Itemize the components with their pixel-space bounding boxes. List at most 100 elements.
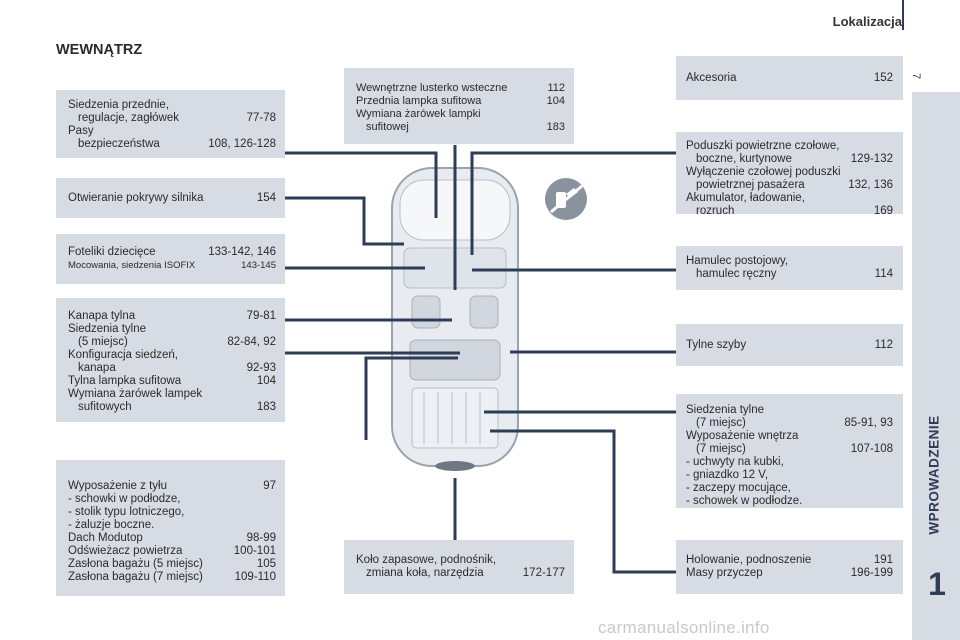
- page-ref: 92-93: [246, 362, 276, 374]
- page-ref: 107-108: [850, 443, 893, 455]
- text-line: sufitowej: [366, 121, 409, 133]
- text-line: Wymiana żarówek lampek: [68, 388, 203, 400]
- page-ref: 154: [256, 192, 276, 204]
- page-ref: 112: [874, 339, 893, 351]
- text-line: bezpieczeństwa: [78, 138, 160, 150]
- text-line: (7 miejsc): [696, 417, 746, 429]
- page-ref: 112: [547, 82, 565, 94]
- chapter-number: 1: [928, 566, 946, 602]
- box-rear-equipment: Wyposażenie z tyłu 97 - schowki w podłodz…: [56, 460, 285, 596]
- connector-mirror-2: [470, 151, 676, 255]
- text-line: Wyposażenie wnętrza: [686, 430, 799, 442]
- box-airbags: Poduszki powietrzne czołowe, boczne, kur…: [676, 132, 903, 217]
- page-ref: 191: [873, 554, 893, 566]
- page-ref: 108, 126-128: [208, 138, 276, 150]
- text-line: Tylne szyby: [686, 339, 747, 351]
- page-ref: 114: [874, 268, 893, 280]
- text-line: Hamulec postojowy,: [686, 255, 789, 267]
- page-ref: 129-132: [850, 153, 893, 165]
- text-line: Foteliki dziecięce: [68, 246, 156, 258]
- text-line: zmiana koła, narzędzia: [366, 567, 484, 579]
- box-rear-bench: Kanapa tylna 79-81 Siedzenia tylne (5 mie…: [56, 298, 285, 422]
- page-ref: 105: [256, 558, 276, 570]
- text-line: boczne, kurtynowe: [696, 153, 792, 165]
- text-line: Dach Modutop: [68, 532, 143, 544]
- page-ref: 169: [873, 205, 893, 217]
- text-line: kanapa: [78, 362, 116, 374]
- page-ref: 85-91, 93: [844, 417, 893, 429]
- page-ref: 196-199: [850, 567, 893, 579]
- list-item: - gniazdko 12 V,: [686, 469, 769, 481]
- text-line: Przednia lampka sufitowa: [356, 95, 482, 107]
- text-line: rozruch: [696, 205, 735, 217]
- text-line: regulacje, zagłówek: [78, 112, 180, 124]
- text-line: Koło zapasowe, podnośnik,: [356, 554, 497, 566]
- box-accessories: Akcesoria 152: [676, 56, 903, 100]
- text-line: Wyłączenie czołowej poduszki: [686, 166, 841, 178]
- page-ref: 100-101: [233, 545, 276, 557]
- list-item: - schowki w podłodze,: [68, 493, 181, 505]
- page-ref: 104: [256, 375, 276, 387]
- box-parking-brake: Hamulec postojowy, hamulec ręczny 114: [676, 246, 903, 290]
- list-item: - schowek w podłodze.: [686, 495, 803, 507]
- box-rear-seats-7: Siedzenia tylne (7 miejsc)85-91, 93 Wypo…: [676, 394, 903, 508]
- text-line: powietrznej pasażera: [696, 179, 805, 191]
- box-front-seats: Siedzenia przednie, regulacje, zagłówek 7…: [56, 90, 285, 158]
- page-ref: 109-110: [234, 571, 276, 583]
- chapter-sidebar: [912, 92, 960, 640]
- list-item: - zaczepy mocujące,: [686, 482, 791, 494]
- text-line: Holowanie, podnoszenie: [686, 554, 812, 566]
- connector-rear-equipment-2: [364, 356, 458, 440]
- text-line: Wymiana żarówek lampki: [356, 108, 481, 120]
- list-item: - żaluzje boczne.: [68, 519, 155, 531]
- car-top-view: [391, 167, 519, 471]
- box-bonnet: Otwieranie pokrywy silnika 154: [56, 178, 285, 218]
- text-line: (7 miejsc): [696, 443, 746, 455]
- section-title: WEWNĄTRZ: [56, 42, 143, 58]
- connector-lines: [285, 145, 676, 574]
- text-line: hamulec ręczny: [696, 268, 777, 280]
- text-line: sufitowych: [78, 401, 132, 413]
- page-ref: 183: [256, 401, 276, 413]
- text-line: Akcesoria: [686, 72, 737, 84]
- list-item: - stolik typu lotniczego,: [68, 506, 185, 518]
- box-child-seats: Foteliki dziecięce 133-142, 146 Mocowania…: [56, 234, 285, 284]
- text-line: Poduszki powietrzne czołowe,: [686, 140, 840, 152]
- page-ref: 77-78: [246, 112, 276, 124]
- text-line: Konfiguracja siedzeń,: [68, 349, 178, 361]
- page-ref: 104: [546, 95, 565, 107]
- page-ref: 98-99: [246, 532, 276, 544]
- text-line: (5 miejsc): [78, 336, 128, 348]
- text-line: Masy przyczep: [686, 567, 763, 579]
- text-line: Kanapa tylna: [68, 310, 136, 322]
- text-line: Siedzenia przednie,: [68, 99, 170, 111]
- text-line: Otwieranie pokrywy silnika: [68, 192, 204, 204]
- text-line: Akumulator, ładowanie,: [686, 192, 805, 204]
- page-ref: 152: [873, 72, 893, 84]
- page-ref: 133-142, 146: [208, 246, 276, 258]
- list-item: - uchwyty na kubki,: [686, 456, 784, 468]
- fuel-prohibited-icon: [545, 178, 587, 220]
- text-line: Odświeżacz powietrza: [68, 545, 183, 557]
- text-line: Zasłona bagażu (5 miejsc): [68, 558, 203, 570]
- page-ref: 143-145: [241, 260, 276, 271]
- text-line: Pasy: [68, 125, 94, 137]
- page-ref: 97: [263, 480, 276, 492]
- connector-front-seats: [285, 151, 438, 218]
- text-line: Siedzenia tylne: [68, 323, 146, 335]
- page-ref: 172-177: [522, 567, 565, 579]
- header-divider: [902, 0, 904, 30]
- page-ref: 79-81: [246, 310, 276, 322]
- page-ref: 132, 136: [848, 179, 893, 191]
- box-rear-windows: Tylne szyby 112: [676, 324, 903, 366]
- page-ref: 82-84, 92: [227, 336, 276, 348]
- page-ref: 183: [546, 121, 565, 133]
- box-spare-wheel: Koło zapasowe, podnośnik, zmiana koła, n…: [344, 540, 574, 594]
- text-line: Mocowania, siedzenia ISOFIX: [68, 260, 196, 271]
- text-line: Zasłona bagażu (7 miejsc): [68, 571, 203, 583]
- connector-towing: [490, 429, 676, 574]
- text-line: Wyposażenie z tyłu: [68, 480, 167, 492]
- box-towing: Holowanie, podnoszenie 191 Masy przyczep 1…: [676, 540, 903, 594]
